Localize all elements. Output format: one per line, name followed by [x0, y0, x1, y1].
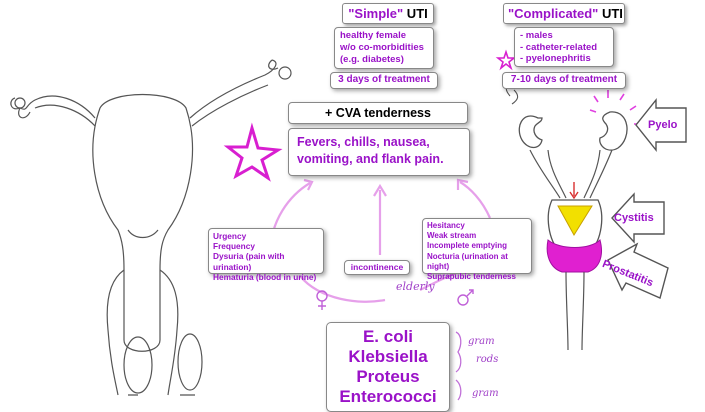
complicated-criteria-item: - males: [520, 30, 553, 41]
pyelo-symptoms-box: Fevers, chills, nausea, vomiting, and fl…: [288, 128, 470, 176]
organisms-box: E. coli Klebsiella Proteus Enterococci: [326, 322, 450, 412]
symptom-item: Frequency: [213, 241, 255, 252]
complicated-criteria-item: - pyelonephritis: [520, 53, 591, 64]
lower-uti-symptoms-box: Urgency Frequency Dysuria (pain with uri…: [208, 228, 324, 282]
symptom-item: Hesitancy: [427, 221, 465, 230]
complicated-uti-criteria: - males - catheter-related - pyelonephri…: [514, 27, 614, 67]
gram-negative-label: gram: [468, 336, 495, 347]
gram-brackets: [455, 331, 462, 401]
star-drawing: [223, 122, 283, 182]
cycle-arrows: [268, 178, 492, 303]
gram-positive-label: gram: [472, 388, 499, 399]
organism-item: Enterococci: [339, 387, 437, 406]
simple-uti-suffix: UTI: [403, 6, 428, 21]
urinary-tract-sketch: [505, 83, 642, 351]
simple-criteria-item: w/o co-morbidities: [340, 42, 424, 53]
complicated-uti-treatment: 7-10 days of treatment: [502, 72, 626, 89]
pyelo-label: Pyelo: [648, 119, 678, 131]
simple-uti-quote: "Simple": [348, 6, 404, 21]
complicated-criteria-item: - catheter-related: [520, 41, 598, 53]
prostatitis-arrow: [607, 242, 669, 299]
cystitis-label: Cystitis: [614, 212, 654, 224]
prostatitis-symptoms-box: Hesitancy Weak stream Incomplete emptyin…: [422, 218, 532, 281]
symptom-item: Nocturia (urination at night): [427, 251, 508, 271]
simple-criteria-item: healthy female: [340, 30, 406, 41]
symptom-item: Weak stream: [427, 231, 477, 241]
rods-label: rods: [476, 354, 499, 365]
complicated-uti-title: "Complicated" UTI: [503, 3, 625, 24]
incontinence-box: incontinence: [344, 260, 410, 275]
pyelo-symptom-line: vomiting, and flank pain.: [297, 152, 444, 166]
pyelo-symptom-line: Fevers, chills, nausea,: [297, 135, 430, 149]
complicated-uti-quote: "Complicated": [508, 6, 599, 21]
organism-item: Klebsiella: [348, 347, 428, 366]
gender-symbols: [316, 289, 474, 310]
complicated-uti-suffix: UTI: [598, 6, 623, 21]
cva-tenderness-box: + CVA tenderness: [288, 102, 468, 124]
organism-item: E. coli: [362, 327, 414, 346]
simple-uti-title: "Simple" UTI: [342, 3, 434, 24]
organism-item: Proteus: [356, 367, 420, 386]
simple-criteria-item: (e.g. diabetes): [340, 54, 404, 65]
pyelo-arrow: [635, 98, 687, 152]
simple-uti-criteria: healthy female w/o co-morbidities (e.g. …: [334, 27, 434, 69]
symptom-item: Suprapubic tenderness: [427, 272, 516, 282]
symptom-item: Incomplete emptying: [427, 241, 508, 251]
uterus-sketch: [10, 59, 292, 396]
small-star-drawing: [495, 49, 517, 71]
simple-uti-treatment: 3 days of treatment: [330, 72, 438, 89]
symptom-item: Hematuria (blood in urine): [213, 271, 317, 282]
cystitis-arrow: [611, 192, 665, 244]
symptom-item: Urgency: [213, 231, 247, 241]
elderly-handwritten: elderly: [396, 280, 435, 293]
symptom-item: Dysuria (pain with urination): [213, 251, 285, 272]
